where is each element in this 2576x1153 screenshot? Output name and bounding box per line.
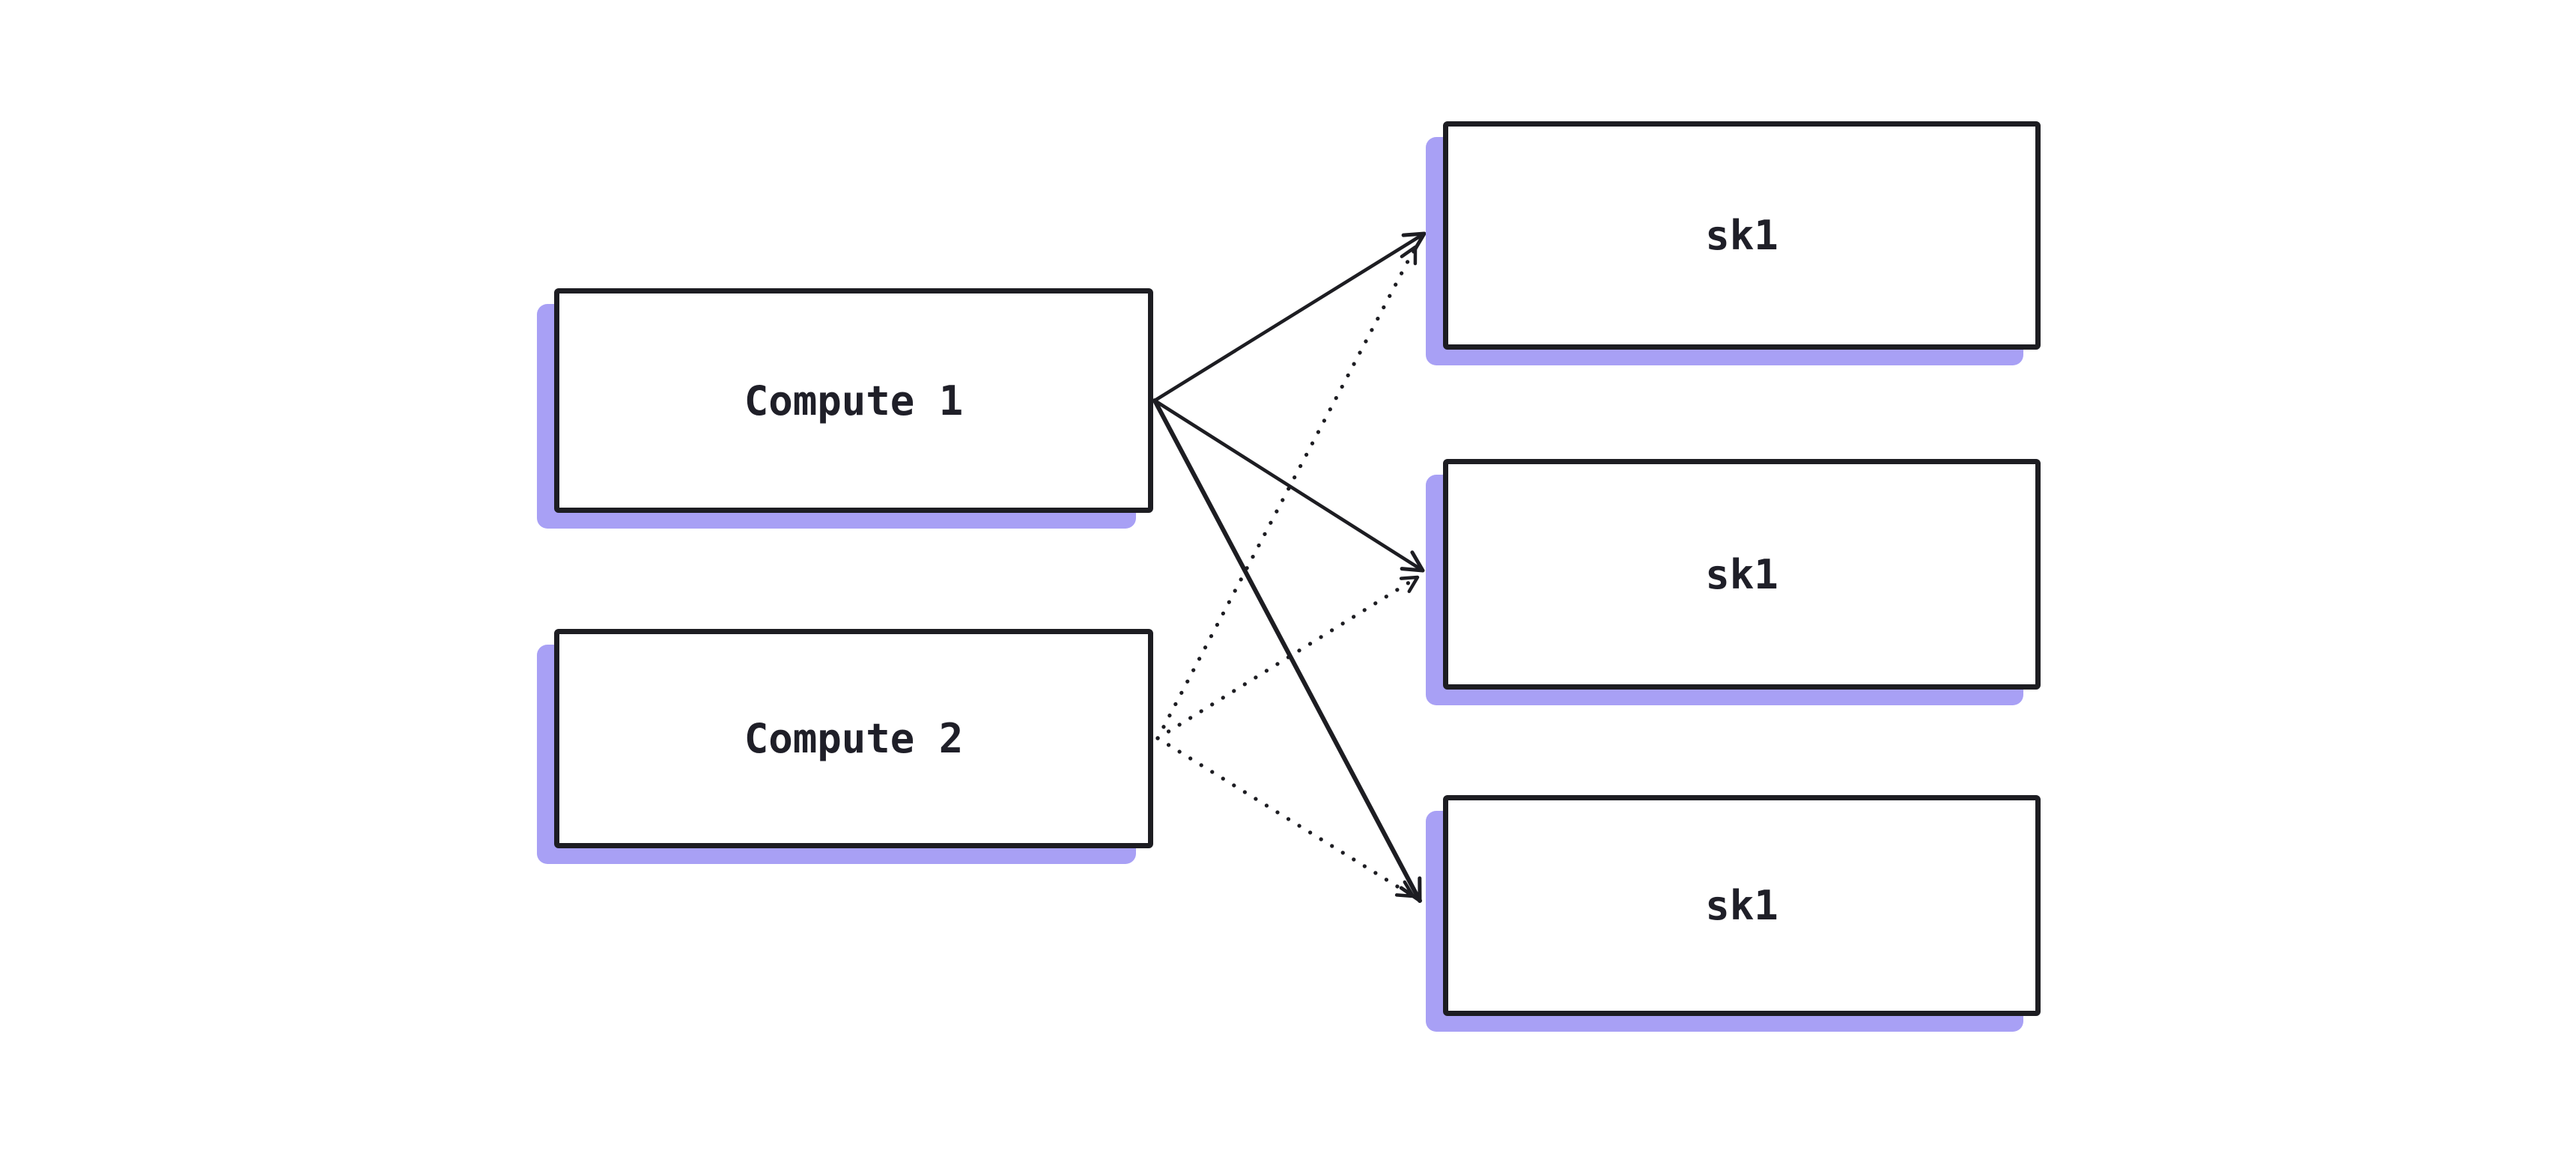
node-label-sk1-bottom: sk1	[1705, 882, 1778, 929]
edge-compute-2-to-sk1-top[interactable]	[1155, 245, 1418, 740]
node-compute-2[interactable]: Compute 2	[554, 629, 1153, 848]
node-compute-1[interactable]: Compute 1	[554, 288, 1153, 513]
node-label-sk1-top: sk1	[1705, 212, 1778, 259]
node-label-compute-1: Compute 1	[744, 377, 964, 425]
node-sk1-bottom[interactable]: sk1	[1443, 795, 2041, 1016]
arrowhead-compute-2-to-sk1-bottom	[1394, 880, 1415, 898]
edge-compute-2-to-sk1-middle[interactable]	[1155, 575, 1420, 740]
node-sk1-top[interactable]: sk1	[1443, 121, 2041, 350]
arrowhead-compute-2-to-sk1-middle	[1399, 575, 1420, 594]
node-label-sk1-middle: sk1	[1705, 550, 1778, 598]
node-sk1-middle[interactable]: sk1	[1443, 459, 2041, 690]
edge-compute-1-to-sk1-top[interactable]	[1152, 231, 1427, 403]
edge-compute-1-to-sk1-bottom[interactable]	[1152, 398, 1422, 903]
edge-compute-2-to-sk1-bottom[interactable]	[1155, 736, 1415, 898]
arrowhead-compute-1-to-sk1-middle	[1400, 550, 1425, 573]
node-label-compute-2: Compute 2	[744, 715, 964, 762]
edge-compute-1-to-sk1-middle[interactable]	[1152, 398, 1425, 573]
arrowhead-compute-1-to-sk1-top	[1401, 231, 1427, 254]
arrowhead-compute-2-to-sk1-top	[1400, 245, 1418, 266]
